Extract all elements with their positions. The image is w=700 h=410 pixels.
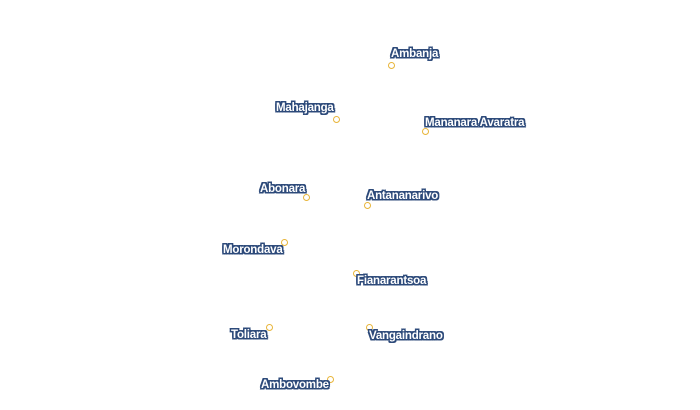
city-label: Mahajanga <box>276 102 334 114</box>
city-label: Ambovombe <box>261 379 329 391</box>
city-marker-icon[interactable] <box>280 238 288 246</box>
city-label: Morondava <box>223 244 283 256</box>
city-marker-icon[interactable] <box>363 201 371 209</box>
city-marker-icon[interactable] <box>332 115 340 123</box>
city-label: Toliara <box>231 329 267 341</box>
city-label: Ambanja <box>391 48 439 60</box>
city-marker-icon[interactable] <box>352 269 360 277</box>
city-label: Abonara <box>260 183 306 195</box>
city-label: Fianarantsoa <box>357 275 427 287</box>
city-marker-icon[interactable] <box>302 193 310 201</box>
city-marker-icon[interactable] <box>387 61 395 69</box>
city-label: Vangaindrano <box>369 330 443 342</box>
city-marker-icon[interactable] <box>421 127 429 135</box>
city-marker-icon[interactable] <box>326 375 334 383</box>
city-marker-icon[interactable] <box>365 323 373 331</box>
city-label: Antananarivo <box>367 190 439 202</box>
city-label: Mananara Avaratra <box>425 117 525 129</box>
city-marker-icon[interactable] <box>265 323 273 331</box>
